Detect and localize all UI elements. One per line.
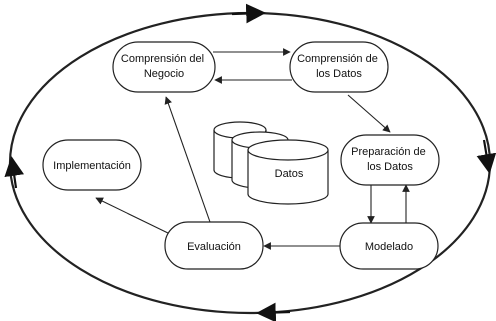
data-store-label-line: Datos [275,168,304,180]
node-evaluation-label: Evaluación [187,241,241,253]
node-deployment: Implementación [42,139,142,191]
node-data-preparation-label: Preparación de los Datos [351,146,429,173]
outer-arrow-left [4,156,25,189]
node-data-understanding-label: Comprensión de los Datos [297,53,381,80]
arrow-data-to-preparation [347,94,391,133]
node-data-understanding: Comprensión de los Datos [289,41,389,93]
node-modeling-label: Modelado [365,241,413,253]
node-business-understanding-label: Comprensión del Negocio [121,53,207,80]
node-evaluation: Evaluación [164,221,264,270]
node-modeling: Modelado [339,222,439,270]
node-business-understanding: Comprensión del Negocio [112,41,216,93]
connections [95,48,410,250]
data-store-label: Datos [275,168,304,180]
node-deployment-label: Implementación [53,160,131,172]
arrow-evaluation-to-deployment [95,197,171,235]
arrow-evaluation-to-business [164,96,211,223]
data-store: Datos [213,121,329,205]
outer-arrow-right [476,139,496,174]
outer-arrow-top [231,3,266,24]
node-data-preparation: Preparación de los Datos [340,134,440,186]
outer-arrow-bottom [256,302,291,321]
outer-cycle [4,3,496,321]
cylinder-front [247,139,329,205]
